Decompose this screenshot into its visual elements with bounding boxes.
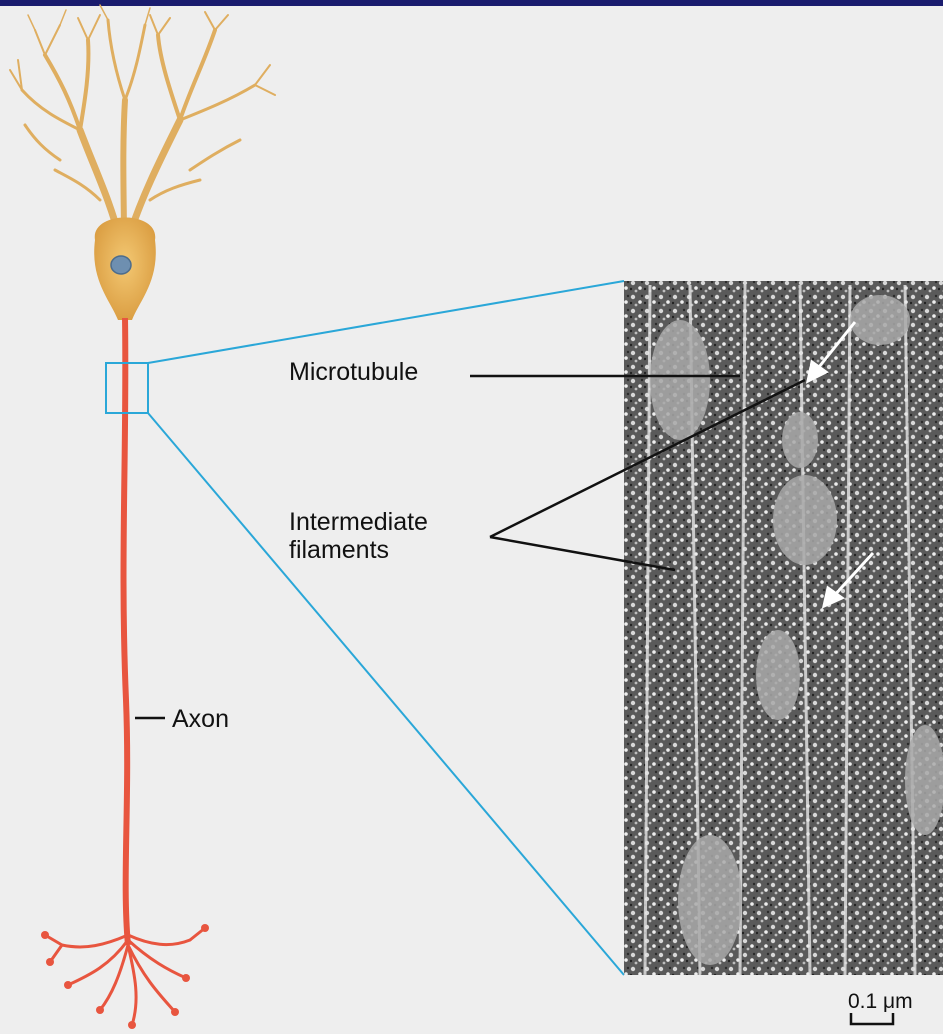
electron-micrograph (624, 281, 943, 975)
label-intermediate-line2: filaments (289, 536, 428, 564)
dendrite-tree (10, 5, 275, 240)
label-axon: Axon (172, 705, 229, 733)
axon-terminals (45, 928, 205, 1025)
zoom-line-top (148, 281, 624, 363)
label-intermediate-filaments: Intermediate filaments (289, 508, 428, 564)
label-scale-bar: 0.1 μm (848, 988, 913, 1016)
nucleus (111, 256, 131, 274)
label-microtubule: Microtubule (289, 358, 418, 386)
label-intermediate-line1: Intermediate (289, 508, 428, 536)
zoom-line-bottom (148, 413, 624, 975)
